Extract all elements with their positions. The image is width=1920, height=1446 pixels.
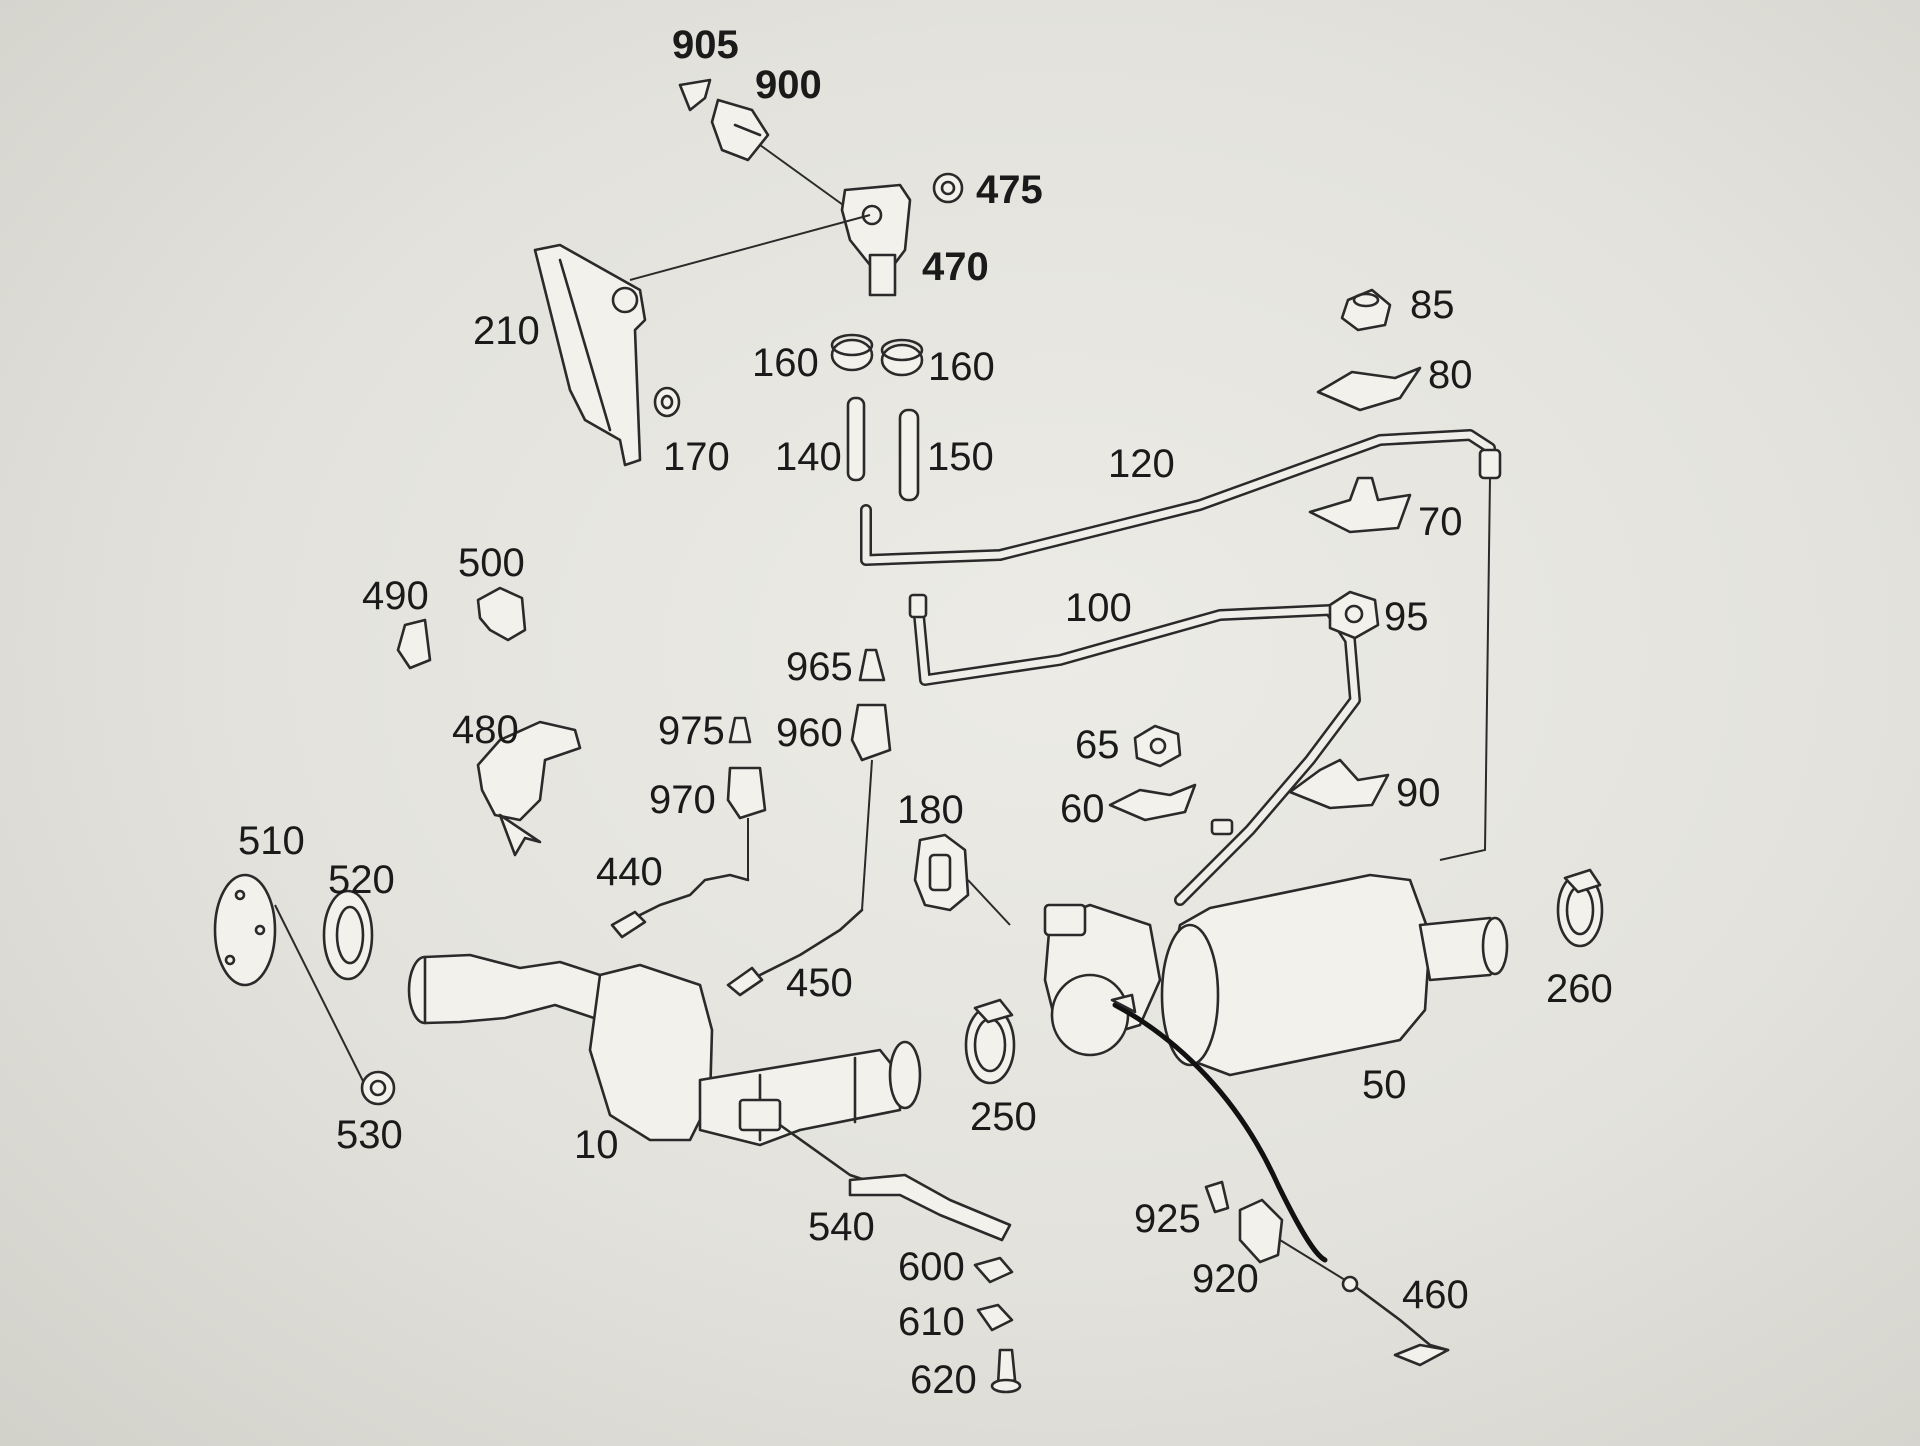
part-460-sensor	[1341, 1275, 1450, 1367]
lead-180	[967, 879, 1011, 926]
part-475-nut	[932, 172, 964, 204]
label-500: 500	[458, 541, 525, 585]
leader-900	[759, 144, 851, 211]
part-520-gasket	[322, 889, 374, 981]
label-475: 475	[976, 168, 1043, 212]
part-530-bolt	[360, 1070, 396, 1106]
label-260: 260	[1546, 967, 1613, 1011]
label-150: 150	[927, 435, 994, 479]
label-520: 520	[328, 858, 395, 902]
part-450-sensor	[726, 908, 864, 997]
part-920-connector	[1238, 1198, 1284, 1264]
part-490-clip	[396, 618, 432, 670]
part-510-flange	[213, 873, 277, 987]
label-490: 490	[362, 574, 429, 618]
part-210-bracket	[533, 243, 647, 467]
label-85: 85	[1410, 283, 1455, 327]
label-65: 65	[1075, 723, 1120, 767]
label-970: 970	[649, 778, 716, 822]
label-480: 480	[452, 708, 519, 752]
label-620: 620	[910, 1358, 977, 1402]
label-250: 250	[970, 1095, 1037, 1139]
part-180-mount	[913, 833, 970, 912]
part-925-bolt	[1204, 1180, 1230, 1214]
label-210: 210	[473, 309, 540, 353]
part-540-pipe	[778, 1123, 1012, 1242]
label-100: 100	[1065, 586, 1132, 630]
label-610: 610	[898, 1300, 965, 1344]
label-530: 530	[336, 1113, 403, 1157]
part-260-clamp	[1556, 868, 1604, 948]
label-95: 95	[1384, 595, 1429, 639]
label-10: 10	[574, 1123, 619, 1167]
part-85-nut	[1340, 288, 1392, 332]
part-975-bolt	[728, 716, 752, 744]
cable-460	[1112, 1002, 1328, 1263]
lead-510	[274, 904, 366, 1086]
label-510: 510	[238, 819, 305, 863]
part-440-sensor	[610, 873, 750, 939]
lead-920	[1279, 1239, 1346, 1281]
part-610-clip	[976, 1303, 1014, 1332]
lead-960	[861, 759, 873, 911]
label-905: 905	[672, 23, 739, 67]
label-920: 920	[1192, 1257, 1259, 1301]
part-500-clamp	[476, 586, 527, 642]
label-120: 120	[1108, 442, 1175, 486]
part-90-bracket	[1288, 758, 1390, 810]
part-250-clamp	[964, 998, 1016, 1085]
label-170: 170	[663, 435, 730, 479]
part-10-catalytic-converter	[407, 953, 922, 1147]
label-450: 450	[786, 961, 853, 1005]
part-60-bracket	[1108, 783, 1197, 822]
label-460: 460	[1402, 1273, 1469, 1317]
part-160-clamp-right	[880, 338, 924, 377]
label-965: 965	[786, 645, 853, 689]
part-70-bracket	[1308, 476, 1412, 534]
part-620-bolt	[990, 1348, 1022, 1394]
label-160-right: 160	[928, 345, 995, 389]
part-150-hose	[898, 408, 920, 502]
pipe-120-line	[1439, 477, 1491, 861]
part-170-washer	[653, 386, 681, 418]
part-65-nut	[1133, 724, 1182, 768]
label-90: 90	[1396, 771, 1441, 815]
label-470: 470	[922, 245, 989, 289]
label-600: 600	[898, 1245, 965, 1289]
part-600-clip	[973, 1256, 1014, 1284]
part-905-bolt	[678, 78, 712, 112]
label-540: 540	[808, 1205, 875, 1249]
part-50-muffler	[1043, 873, 1509, 1077]
label-70: 70	[1418, 500, 1463, 544]
part-970-connector	[726, 766, 767, 820]
cable-460-tip	[1110, 993, 1137, 1014]
part-140-hose	[846, 396, 866, 482]
part-900-connector	[710, 98, 770, 162]
leader-210	[629, 214, 871, 281]
label-440: 440	[596, 850, 663, 894]
part-80-bracket	[1316, 366, 1422, 412]
label-960: 960	[776, 711, 843, 755]
label-140: 140	[775, 435, 842, 479]
part-95-nut	[1328, 590, 1380, 640]
part-480-bracket	[476, 720, 582, 857]
label-50: 50	[1362, 1063, 1407, 1107]
label-160-left: 160	[752, 341, 819, 385]
pipe-100	[908, 593, 1361, 906]
label-975: 975	[658, 709, 725, 753]
label-925: 925	[1134, 1197, 1201, 1241]
part-470-valve	[840, 183, 912, 297]
label-900: 900	[755, 63, 822, 107]
part-160-clamp-left	[830, 333, 874, 372]
part-960-connector	[850, 703, 892, 762]
label-60: 60	[1060, 787, 1105, 831]
part-965-bolt	[858, 648, 886, 682]
label-180: 180	[897, 788, 964, 832]
part-number-labels: 905 900 475 470 210 170 160 160 140 150 …	[238, 23, 1613, 1402]
label-80: 80	[1428, 353, 1473, 397]
